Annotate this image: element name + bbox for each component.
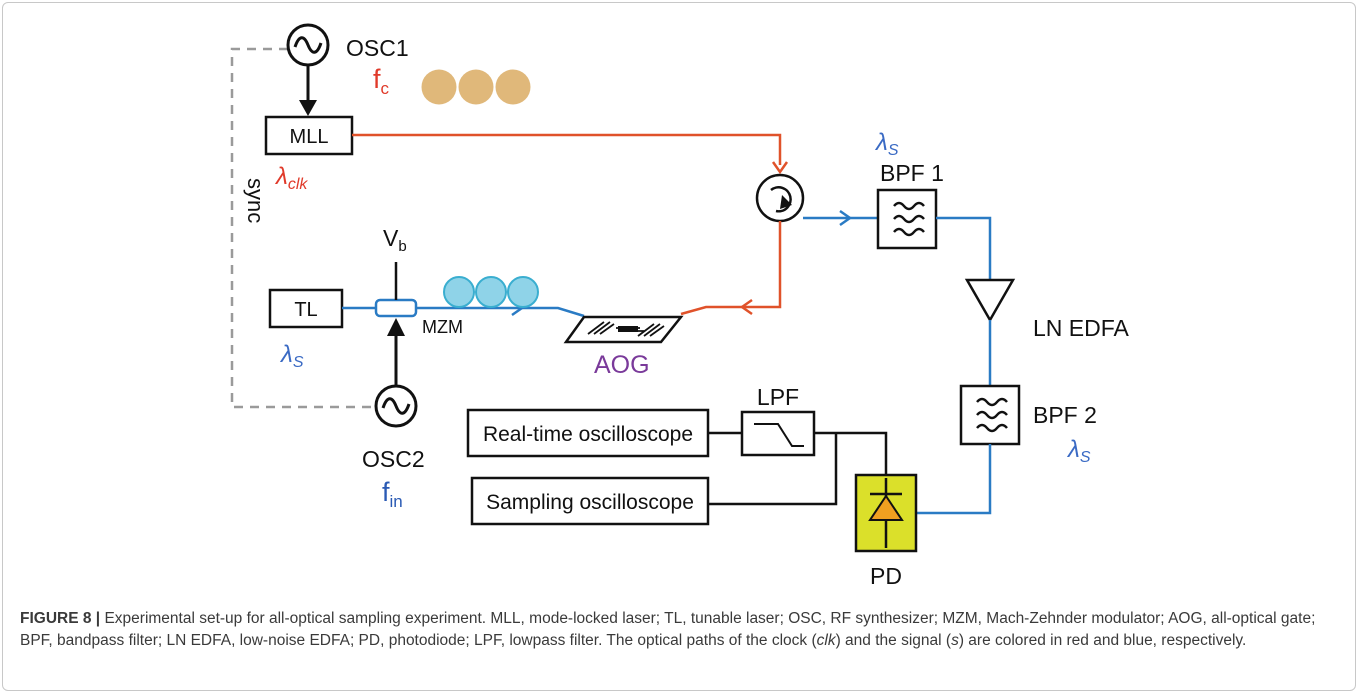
bpf1-box xyxy=(876,188,938,250)
osc2-label: OSC2 xyxy=(362,446,425,472)
fin-label: fin xyxy=(382,477,403,511)
mll-label: MLL xyxy=(290,126,329,148)
circulator-to-aog-path xyxy=(680,221,782,316)
lpf-box xyxy=(740,410,816,457)
figure-caption: FIGURE 8 | Experimental set-up for all-o… xyxy=(20,608,1340,652)
aog-chip xyxy=(563,315,684,344)
bpf1-to-edfa-path xyxy=(936,216,992,280)
caption-text: Experimental set-up for all-optical samp… xyxy=(20,610,1316,649)
mzm-label: MZM xyxy=(422,317,463,337)
circulator xyxy=(755,173,805,223)
vb-label: Vb xyxy=(383,225,407,255)
polarization-controller-signal xyxy=(443,276,539,308)
lpf-response-icon xyxy=(754,423,804,447)
caption-clk: clk xyxy=(816,632,836,649)
edfa-amplifier xyxy=(964,278,1016,323)
realtime-oscilloscope-box xyxy=(466,408,710,458)
sampling-oscilloscope-box xyxy=(470,476,710,526)
aog-label: AOG xyxy=(594,351,650,379)
lpf-label: LPF xyxy=(757,384,799,410)
bpf1-filter-icon xyxy=(893,201,925,237)
clock-path xyxy=(352,133,782,165)
pd-label: PD xyxy=(870,563,902,589)
lambda-s-bpf2-label: λS xyxy=(1066,436,1091,466)
osc1-label: OSC1 xyxy=(346,35,409,61)
caption-text-end: ) are colored in red and blue, respectiv… xyxy=(958,632,1247,649)
lambda-s-tl-label: λS xyxy=(279,341,304,371)
bpf2-filter-icon xyxy=(976,397,1008,433)
lambda-s-top-label: λS xyxy=(874,129,899,159)
realtime-oscilloscope-label: Real-time oscilloscope xyxy=(483,423,693,446)
pd-to-lpf-line xyxy=(814,431,888,475)
tl-box xyxy=(268,288,344,329)
lambda-clk-label: λclk xyxy=(274,163,308,193)
fc-label: fc xyxy=(373,64,390,98)
mzm-modulator xyxy=(374,298,418,318)
pd-to-sampling-line xyxy=(708,433,838,506)
osc2-source xyxy=(374,384,418,428)
caption-s: s xyxy=(951,632,959,649)
bpf2-box xyxy=(959,384,1021,446)
setup-diagram: sync OSC1 fc MLL λclk λS BPF 1 xyxy=(230,23,1130,589)
figure-label: FIGURE 8 | xyxy=(20,610,101,627)
caption-text-mid: ) and the signal ( xyxy=(835,632,952,649)
bpf1-label: BPF 1 xyxy=(880,160,944,186)
osc1-source xyxy=(286,23,330,67)
sync-label: sync xyxy=(243,178,268,223)
photodiode-icon xyxy=(868,478,904,548)
bpf2-to-pd-path xyxy=(916,444,992,515)
bpf2-label: BPF 2 xyxy=(1033,402,1097,428)
sampling-oscilloscope-label: Sampling oscilloscope xyxy=(486,491,694,514)
polarization-controller-clock xyxy=(421,69,531,105)
edfa-label: LN EDFA xyxy=(1033,315,1130,341)
mll-box xyxy=(264,115,354,156)
tl-label: TL xyxy=(294,299,317,321)
sync-line xyxy=(230,47,372,409)
